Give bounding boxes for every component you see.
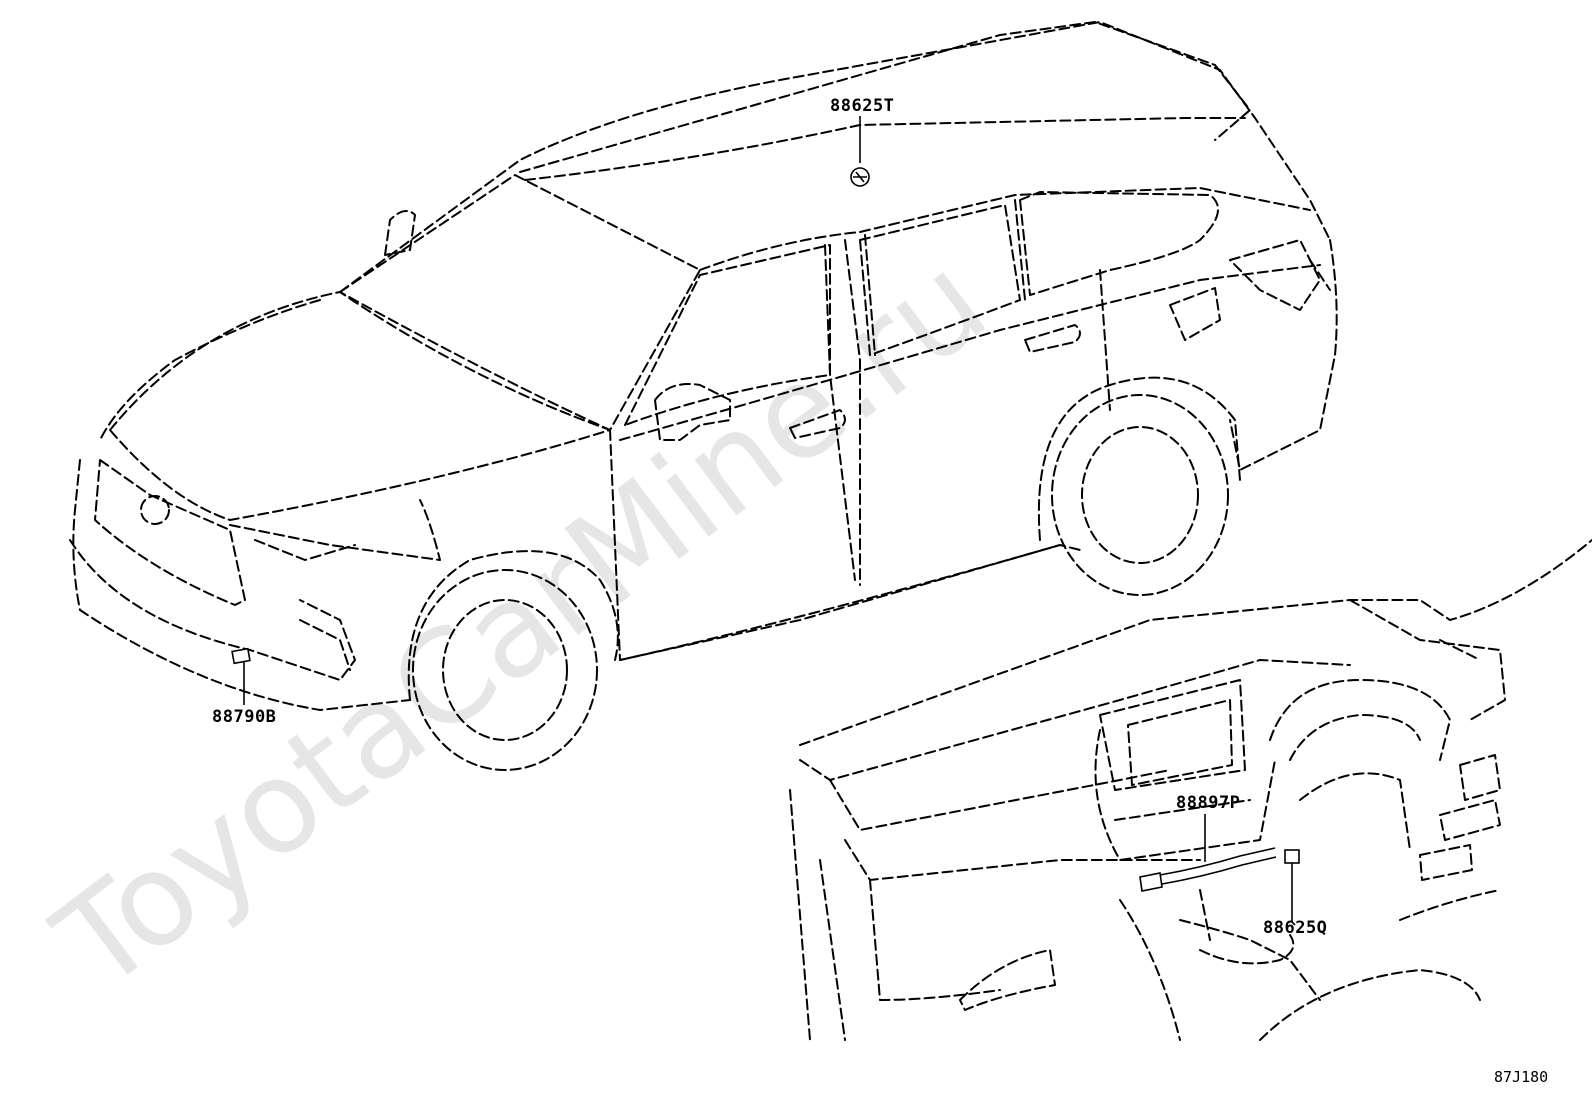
callout-88625T: 88625T — [830, 96, 895, 116]
callout-88625Q: 88625Q — [1263, 918, 1328, 938]
part-88897P-group — [1139, 814, 1277, 892]
diagram-code: 87J180 — [1494, 1068, 1549, 1086]
part-88625Q-group — [1284, 849, 1300, 926]
part-88625T-group — [850, 116, 870, 187]
part-88790B-group — [231, 647, 251, 705]
callout-88897P: 88897P — [1176, 793, 1241, 813]
callout-88790B: 88790B — [212, 707, 277, 727]
dashboard-outline — [789, 539, 1592, 1041]
vehicle-outline — [69, 21, 1338, 771]
